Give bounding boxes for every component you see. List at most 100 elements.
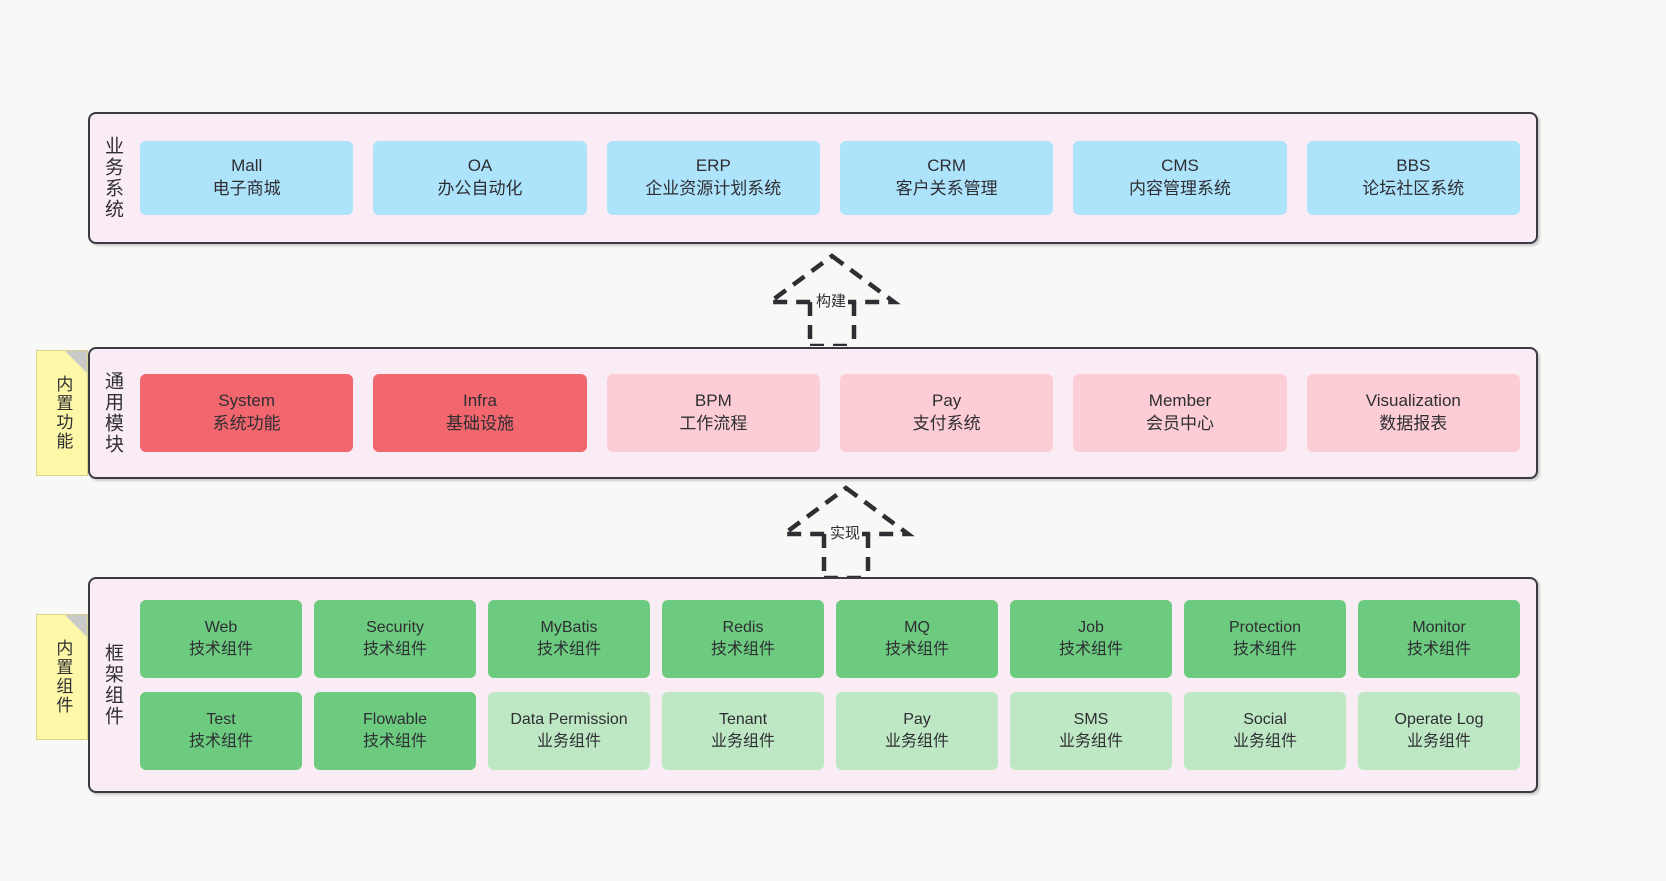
- node-subtitle: 工作流程: [679, 414, 748, 433]
- node-title: Pay: [903, 711, 931, 729]
- node-mybatis[interactable]: MyBatis 技术组件: [488, 600, 650, 678]
- node-subtitle: 内容管理系统: [1128, 179, 1231, 198]
- node-title: Job: [1078, 619, 1104, 637]
- layer-label-business-system: 业务系统: [101, 136, 123, 220]
- node-protection[interactable]: Protection 技术组件: [1184, 600, 1346, 678]
- layer-body-business-system: Mall 电子商城 OA 办公自动化 ERP 企业资源计划系统 CRM 客户关系…: [134, 114, 1536, 242]
- layer-label-framework-component: 框架组件: [101, 643, 123, 727]
- node-title: Flowable: [362, 711, 428, 729]
- node-member[interactable]: Member 会员中心: [1073, 374, 1287, 452]
- generalization-arrow-implement: 实现: [766, 482, 926, 578]
- node-subtitle: 技术组件: [884, 641, 949, 658]
- node-title: Security: [366, 619, 424, 637]
- node-subtitle: 技术组件: [188, 733, 253, 750]
- node-subtitle: 数据报表: [1379, 414, 1448, 433]
- layer-business-system: 业务系统 Mall 电子商城 OA 办公自动化 ERP 企业资源计划系统 CRM…: [88, 112, 1538, 244]
- node-row: System 系统功能 Infra 基础设施 BPM 工作流程 Pay 支付系统…: [140, 374, 1520, 452]
- node-infra[interactable]: Infra 基础设施: [373, 374, 587, 452]
- node-subtitle: 技术组件: [362, 733, 427, 750]
- node-title: CRM: [927, 156, 966, 176]
- node-title: Test: [206, 711, 236, 729]
- node-subtitle: 业务组件: [884, 733, 949, 750]
- sticky-note-label: 内置组件: [53, 639, 73, 715]
- node-visualization[interactable]: Visualization 数据报表: [1306, 374, 1520, 452]
- layer-common-module: 通用模块 System 系统功能 Infra 基础设施 BPM 工作流程 Pay…: [88, 347, 1538, 479]
- node-title: OA: [467, 156, 493, 176]
- sticky-note-builtin-component: 内置组件: [36, 614, 88, 740]
- node-title: Web: [204, 619, 238, 637]
- sticky-note-label: 内置功能: [53, 375, 73, 451]
- node-cms[interactable]: CMS 内容管理系统: [1073, 141, 1287, 215]
- node-title: Protection: [1228, 619, 1302, 637]
- node-subtitle: 技术组件: [536, 641, 601, 658]
- node-subtitle: 业务组件: [1232, 733, 1297, 750]
- node-title: Member: [1148, 391, 1212, 411]
- node-monitor[interactable]: Monitor 技术组件: [1358, 600, 1520, 678]
- node-title: MyBatis: [540, 619, 598, 637]
- layer-label-common-module: 通用模块: [101, 371, 123, 455]
- node-title: Redis: [722, 619, 764, 637]
- page-fold-icon: [65, 351, 87, 373]
- layer-body-framework-component: Web 技术组件 Security 技术组件 MyBatis 技术组件 Redi…: [134, 579, 1536, 791]
- node-bbs[interactable]: BBS 论坛社区系统: [1306, 141, 1520, 215]
- node-title: Operate Log: [1394, 711, 1484, 729]
- node-test[interactable]: Test 技术组件: [140, 692, 302, 770]
- node-crm[interactable]: CRM 客户关系管理: [839, 141, 1054, 215]
- node-title: Monitor: [1412, 619, 1466, 637]
- node-title: Infra: [462, 391, 497, 411]
- generalization-arrow-build: 构建: [752, 250, 912, 346]
- node-redis[interactable]: Redis 技术组件: [662, 600, 824, 678]
- node-sms[interactable]: SMS 业务组件: [1010, 692, 1172, 770]
- node-operate-log[interactable]: Operate Log 业务组件: [1358, 692, 1520, 770]
- node-subtitle: 企业资源计划系统: [645, 179, 782, 198]
- layer-framework-component: 框架组件 Web 技术组件 Security 技术组件 MyBatis 技术组件…: [88, 577, 1538, 793]
- node-title: Visualization: [1365, 391, 1461, 411]
- node-bpm[interactable]: BPM 工作流程: [606, 374, 820, 452]
- node-subtitle: 基础设施: [445, 414, 514, 433]
- node-subtitle: 技术组件: [362, 641, 427, 658]
- node-title: BBS: [1396, 156, 1431, 176]
- node-web[interactable]: Web 技术组件: [140, 600, 302, 678]
- node-system[interactable]: System 系统功能: [140, 374, 354, 452]
- node-mall[interactable]: Mall 电子商城: [140, 141, 354, 215]
- node-flowable[interactable]: Flowable 技术组件: [314, 692, 476, 770]
- node-mq[interactable]: MQ 技术组件: [836, 600, 998, 678]
- node-title: Pay: [932, 391, 962, 411]
- node-oa[interactable]: OA 办公自动化: [373, 141, 587, 215]
- node-title: MQ: [904, 619, 930, 637]
- node-subtitle: 技术组件: [710, 641, 775, 658]
- node-row: Test 技术组件 Flowable 技术组件 Data Permission …: [140, 692, 1520, 770]
- node-title: CMS: [1161, 156, 1199, 176]
- node-subtitle: 技术组件: [1232, 641, 1297, 658]
- node-subtitle: 系统功能: [212, 414, 281, 433]
- node-subtitle: 会员中心: [1145, 414, 1214, 433]
- node-row: Mall 电子商城 OA 办公自动化 ERP 企业资源计划系统 CRM 客户关系…: [140, 141, 1520, 215]
- arrow-label-implement: 实现: [828, 522, 863, 543]
- node-job[interactable]: Job 技术组件: [1010, 600, 1172, 678]
- node-subtitle: 论坛社区系统: [1362, 179, 1465, 198]
- node-subtitle: 支付系统: [912, 414, 981, 433]
- node-data-permission[interactable]: Data Permission 业务组件: [488, 692, 650, 770]
- arrow-label-build: 构建: [814, 290, 849, 311]
- node-title: ERP: [695, 156, 731, 176]
- node-subtitle: 电子商城: [212, 179, 281, 198]
- node-title: Tenant: [718, 711, 768, 729]
- node-subtitle: 业务组件: [536, 733, 601, 750]
- node-subtitle: 客户关系管理: [895, 179, 998, 198]
- node-subtitle: 技术组件: [188, 641, 253, 658]
- layer-body-common-module: System 系统功能 Infra 基础设施 BPM 工作流程 Pay 支付系统…: [134, 349, 1536, 477]
- node-title: Mall: [231, 156, 263, 176]
- node-pay-business[interactable]: Pay 业务组件: [836, 692, 998, 770]
- node-pay[interactable]: Pay 支付系统: [839, 374, 1054, 452]
- node-title: Social: [1243, 711, 1287, 729]
- node-row: Web 技术组件 Security 技术组件 MyBatis 技术组件 Redi…: [140, 600, 1520, 678]
- sticky-note-builtin-function: 内置功能: [36, 350, 88, 476]
- node-subtitle: 技术组件: [1058, 641, 1123, 658]
- node-subtitle: 业务组件: [1058, 733, 1123, 750]
- node-tenant[interactable]: Tenant 业务组件: [662, 692, 824, 770]
- node-social[interactable]: Social 业务组件: [1184, 692, 1346, 770]
- node-security[interactable]: Security 技术组件: [314, 600, 476, 678]
- node-erp[interactable]: ERP 企业资源计划系统: [606, 141, 820, 215]
- node-title: SMS: [1073, 711, 1109, 729]
